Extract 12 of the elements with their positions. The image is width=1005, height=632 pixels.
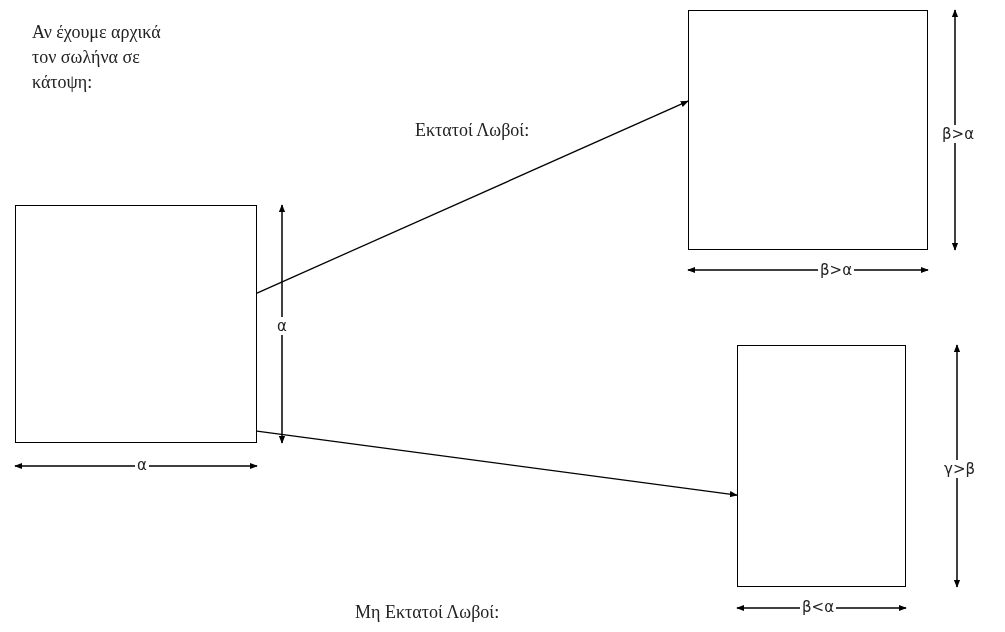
dimension-label: β>α: [818, 261, 855, 279]
dimension-label: α: [275, 317, 289, 335]
arrow: [256, 430, 738, 498]
intro-text: Αν έχουμε αρχικά τον σωλήνα σε κάτοψη:: [32, 21, 162, 94]
square-outline: [688, 10, 928, 250]
caption-text: Μη Εκτατοί Λωβοί:: [355, 601, 500, 624]
square-outline: [737, 345, 906, 587]
square-outline: [15, 205, 257, 443]
dimension-label: β>α: [940, 125, 977, 143]
caption-text: Εκτατοί Λωβοί:: [415, 119, 530, 142]
dimension-label: β<α: [800, 598, 837, 616]
arrow: [256, 100, 689, 294]
